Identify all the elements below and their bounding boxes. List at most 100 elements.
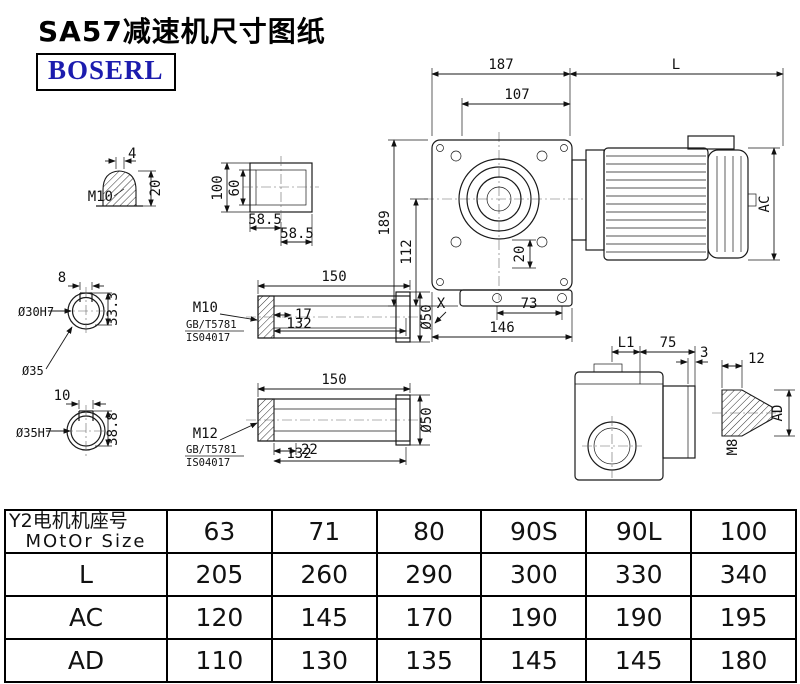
dim-housing-width: 187 — [488, 57, 513, 73]
table-cell: 145 — [585, 638, 693, 683]
dim-foot-offset: 20 — [512, 246, 528, 263]
table-cell: 110 — [166, 638, 273, 683]
row-label: AD — [4, 638, 168, 683]
table-cell: 135 — [375, 638, 483, 683]
dim-ad: AD — [770, 405, 786, 422]
standard-gbt5781: GB/T5781 — [186, 319, 237, 331]
page-title: SA57减速机尺寸图纸 — [38, 15, 326, 48]
shaft-end-detail: 12 M8 AD — [712, 351, 795, 455]
standard-iso4017-b: IS04017 — [186, 457, 230, 469]
table-row-AC: AC 120 145 170 190 190 195 — [4, 595, 797, 640]
table-row-AD: AD 110 130 135 145 145 180 — [4, 638, 797, 683]
dim-58-5-left: 58.5 — [248, 212, 282, 228]
dim-l1: L1 — [618, 335, 635, 351]
dim-body-132-b: 132 — [286, 446, 311, 462]
thread-m10: M10 — [88, 189, 113, 205]
output-shaft-view-1: 150 Ø50 17 132 M10 GB/T5781 IS04017 — [185, 269, 435, 344]
rear-housing — [574, 371, 664, 481]
fan-cover — [707, 149, 749, 259]
section-mark-x: X — [437, 296, 446, 312]
dim-outer-35: Ø35 — [22, 364, 44, 378]
housing-foot — [459, 289, 573, 307]
dim-60: 60 — [227, 180, 243, 197]
table-cell: 300 — [480, 552, 588, 597]
dim-key-depth-33-3: 33.3 — [105, 292, 121, 326]
table-cell: 190 — [480, 595, 588, 640]
main-assembly-view: 187 L 107 189 112 AC 20 73 146 X — [377, 57, 784, 342]
table-cell: 145 — [480, 638, 588, 683]
table-row-motor-size: Y2电机机座号 MOtOr Size 63 71 80 90S 90L 100 — [4, 509, 797, 554]
dim-dia-50: Ø50 — [419, 304, 435, 329]
dim-body-132: 132 — [286, 316, 311, 332]
dim-20: 20 — [148, 180, 164, 197]
hollow-shaft-section-2: 10 Ø35H7 38.8 — [16, 388, 121, 457]
thread-m12-callout: M12 — [193, 426, 218, 442]
plug-view: M10 4 20 — [88, 146, 164, 207]
output-shaft-view-2: 150 Ø50 22 132 M12 GB/T5781 IS04017 — [185, 372, 435, 469]
plug-shape — [102, 170, 137, 207]
dim-100: 100 — [210, 175, 226, 200]
dim-key-width-8: 8 — [58, 270, 66, 286]
table-cell: 190 — [585, 595, 693, 640]
table-cell: 90L — [585, 509, 693, 554]
dim-total-height: 189 — [377, 210, 393, 235]
dim-bore-35h7: Ø35H7 — [16, 426, 52, 440]
dim-dia-50-b: Ø50 — [419, 407, 435, 432]
row-label: L — [4, 552, 168, 597]
dim-key-depth-38-8: 38.8 — [105, 412, 121, 446]
rear-view: L1 75 3 — [574, 335, 708, 481]
shaft2-body — [257, 398, 411, 442]
rear-flange — [662, 385, 696, 459]
dim-key-width-10: 10 — [54, 388, 71, 404]
dim-head-17: 17 — [295, 307, 312, 323]
table-cell: 195 — [690, 595, 797, 640]
motor-size-header-cell: Y2电机机座号 MOtOr Size — [4, 509, 168, 554]
table-cell: 180 — [690, 638, 797, 683]
dim-length-150-b: 150 — [321, 372, 346, 388]
table-cell: 330 — [585, 552, 693, 597]
table-cell: 80 — [375, 509, 483, 554]
dim-motor-length: L — [672, 57, 680, 73]
dim-motor-diameter: AC — [757, 196, 773, 213]
row-label: AC — [4, 595, 168, 640]
table-cell: 100 — [690, 509, 797, 554]
terminal-box — [687, 135, 735, 150]
table-cell: 290 — [375, 552, 483, 597]
dim-75: 75 — [660, 335, 677, 351]
dim-bolt-spacing: 73 — [521, 296, 538, 312]
dim-head-22: 22 — [301, 442, 318, 458]
dim-58-5-right: 58.5 — [280, 226, 314, 242]
shaft-end-cone — [721, 389, 773, 437]
technical-drawing: 187 L 107 189 112 AC 20 73 146 X — [16, 57, 795, 481]
standard-gbt5781-b: GB/T5781 — [186, 444, 237, 456]
table-row-L: L 205 260 290 300 330 340 — [4, 552, 797, 597]
thread-m8: M8 — [725, 439, 741, 456]
dim-base-width: 146 — [489, 320, 514, 336]
motor-size-header-cn: Y2电机机座号 — [9, 510, 128, 533]
thread-m10-callout: M10 — [193, 300, 218, 316]
flange-view: 100 60 58.5 58.5 — [210, 156, 319, 246]
table-cell: 340 — [690, 552, 797, 597]
table-cell: 71 — [270, 509, 378, 554]
dim-bore-30h7: Ø30H7 — [18, 305, 54, 319]
dim-3: 3 — [700, 345, 708, 361]
dimension-table: Y2电机机座号 MOtOr Size 63 71 80 90S 90L 100 … — [4, 509, 797, 683]
motor-size-header-en: MOtOr Size — [25, 531, 147, 553]
table-cell: 145 — [270, 595, 378, 640]
brand-logo: BOSERL — [36, 53, 176, 91]
table-cell: 63 — [166, 509, 273, 554]
table-cell: 205 — [166, 552, 273, 597]
table-cell: 120 — [166, 595, 273, 640]
shaft1-body — [257, 295, 411, 339]
brand-logo-text: BOSERL — [48, 55, 164, 85]
table-cell: 260 — [270, 552, 378, 597]
table-cell: 130 — [270, 638, 378, 683]
hollow-shaft-section-1: 8 Ø30H7 33.3 Ø35 — [18, 270, 121, 378]
dim-flange-width: 107 — [504, 87, 529, 103]
dim-12: 12 — [748, 351, 765, 367]
dim-length-150: 150 — [321, 269, 346, 285]
dim-4: 4 — [128, 146, 136, 162]
table-cell: 170 — [375, 595, 483, 640]
gearbox-housing — [431, 139, 573, 291]
standard-iso4017: IS04017 — [186, 332, 230, 344]
